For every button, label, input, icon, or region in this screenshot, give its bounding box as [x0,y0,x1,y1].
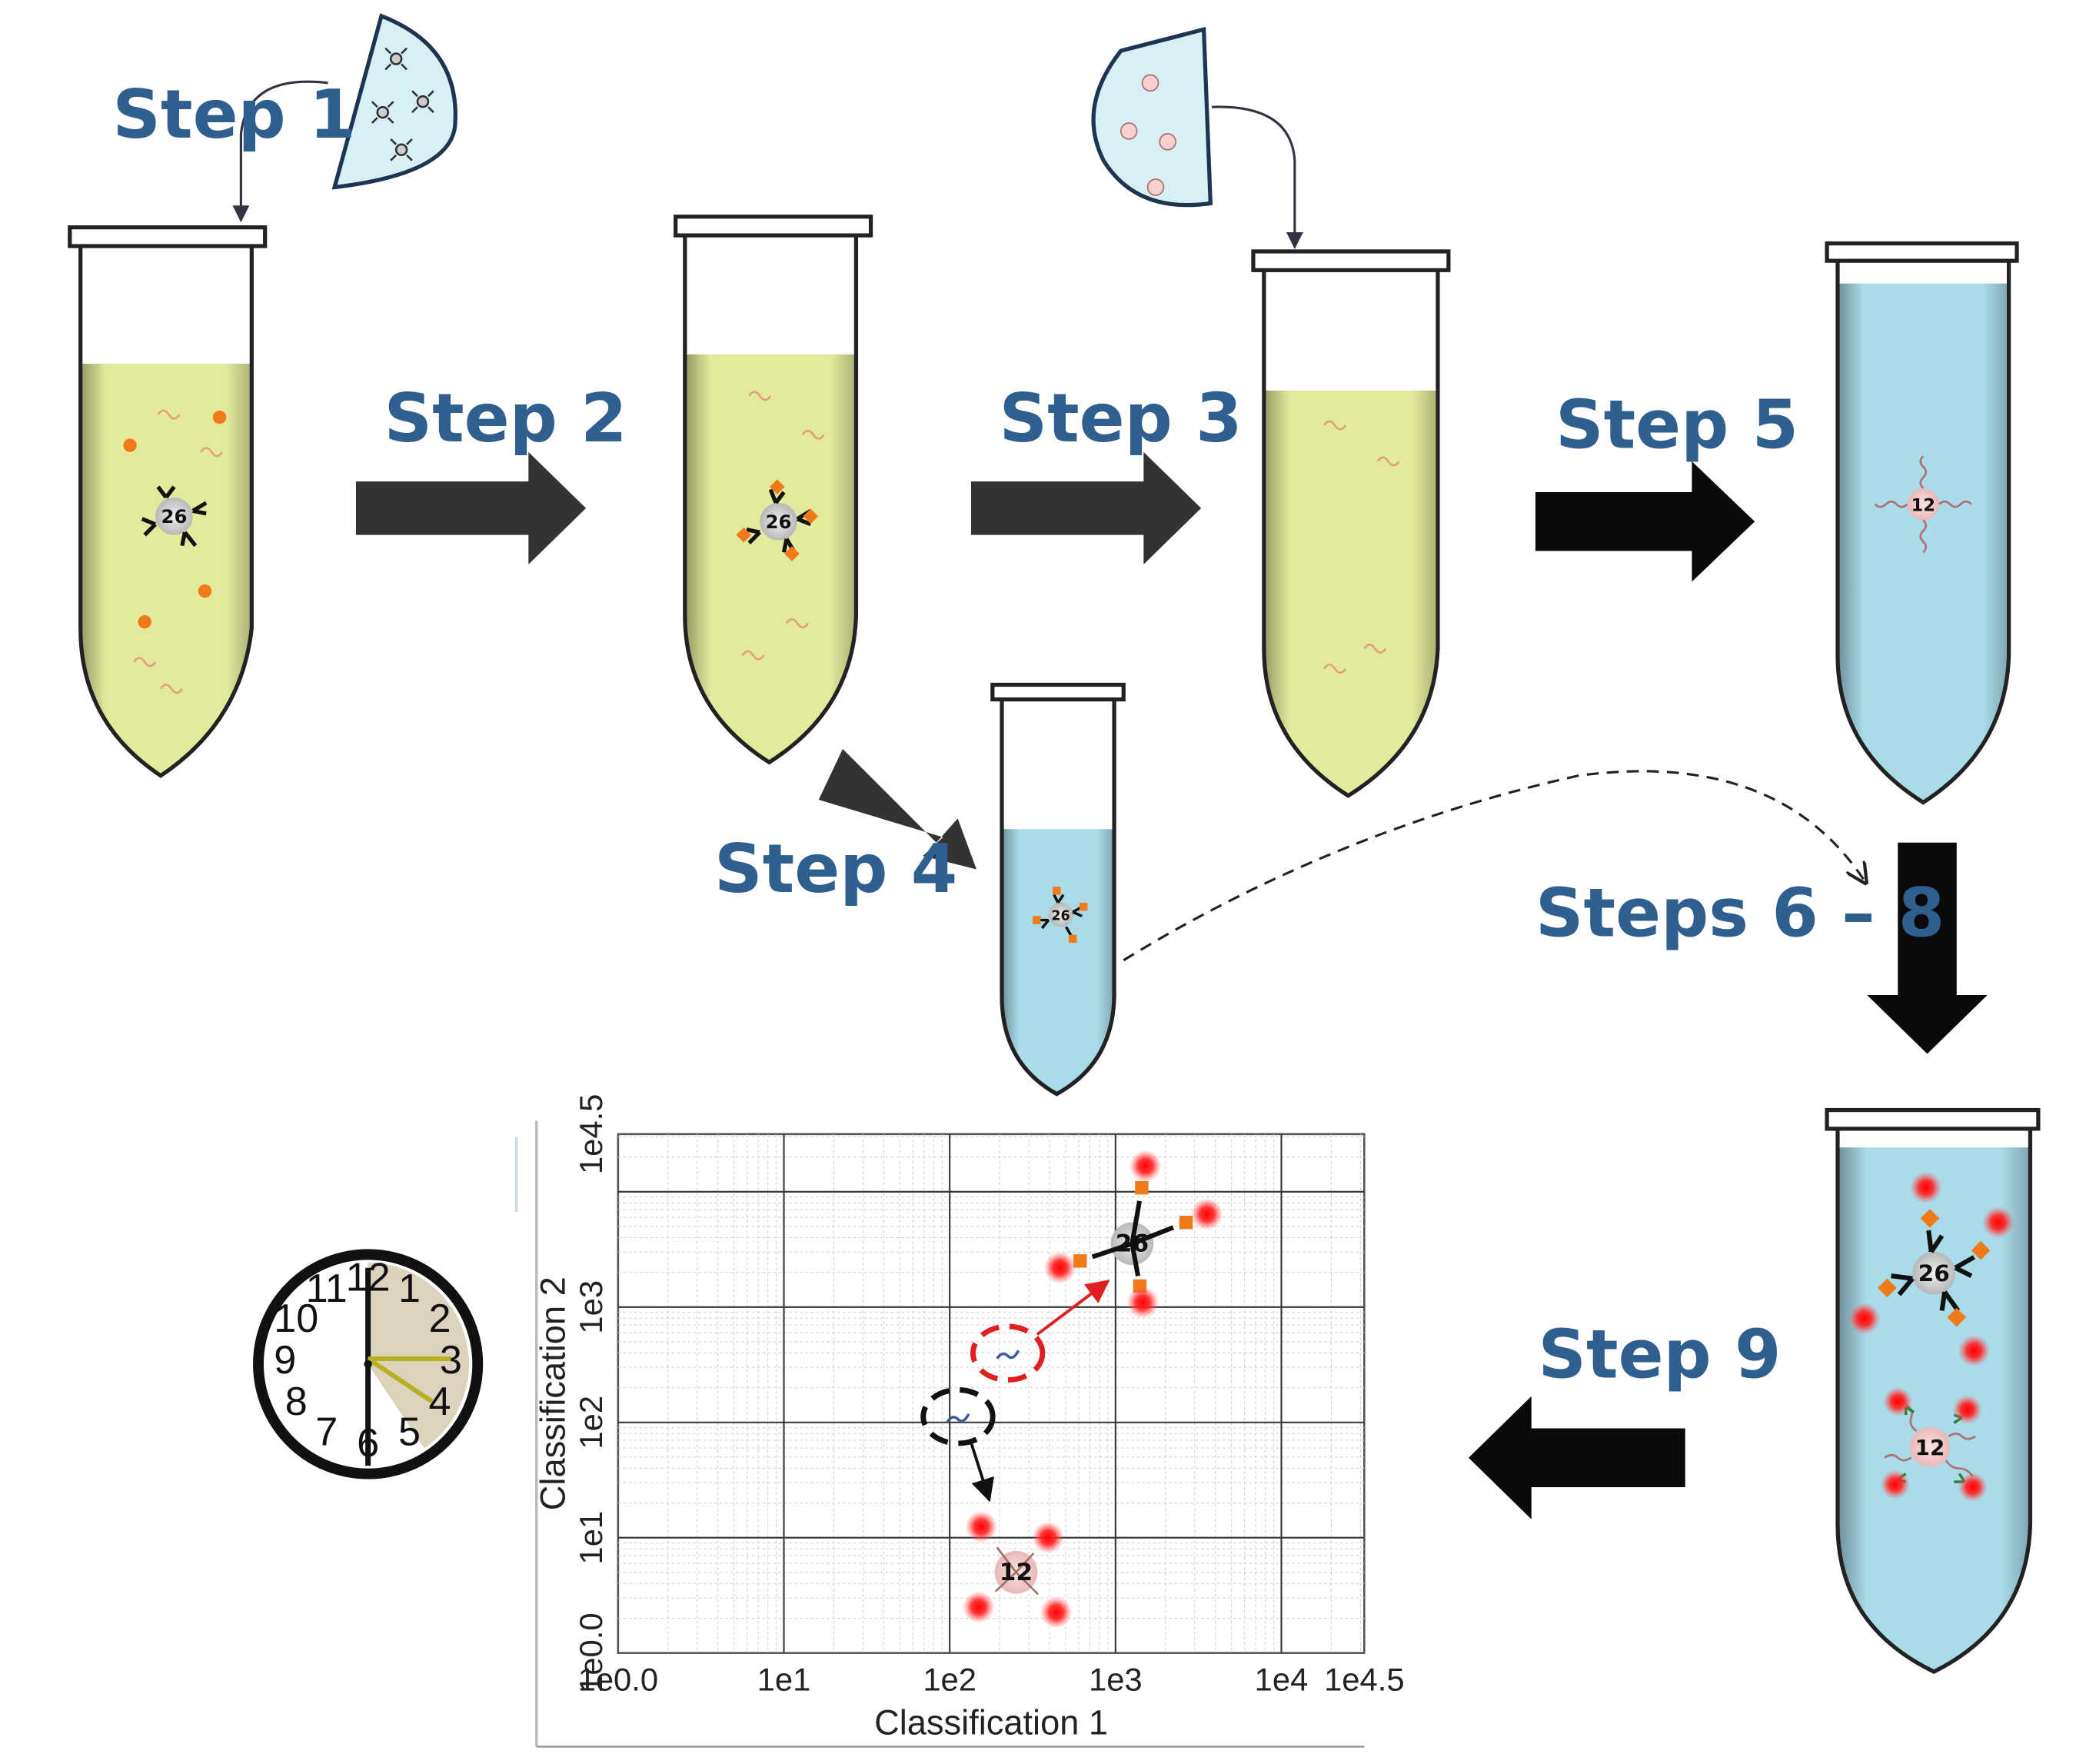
x-tick-label: 1e4 [1255,1661,1309,1697]
tube-6: 26 12 [1825,1107,2041,1674]
analyte-marker [1179,1216,1193,1230]
y-tick-labels: 1e0.0 1e1 1e2 1e3 1e4.5 [573,1094,609,1693]
x-tick-label: 1e1 [757,1661,811,1697]
reporter-marker [1129,1150,1162,1183]
binder-stalk [1015,1571,1040,1596]
reporter-marker [962,1591,995,1623]
clock-number: 8 [285,1380,308,1424]
black-gate [920,1386,996,1446]
tube-1: 26 [68,225,268,778]
tube-5: 12 [1825,241,2019,805]
gate-to-12-arrow [970,1443,994,1503]
steps-6-8-arrow [1867,842,1988,1054]
clock-number: 10 [274,1296,318,1341]
clock-number: 1 [398,1266,421,1311]
reporter-marker [1040,1596,1073,1629]
x-axis-title: Classification 1 [874,1703,1108,1742]
minor-grid [617,1133,1365,1653]
step-2-arrow [355,451,587,564]
reporter-marker [1190,1198,1223,1230]
binder-stalk [1130,1200,1142,1244]
step-4-label: Step 4 [714,830,957,908]
y-axis-title: Classification 2 [533,1276,572,1510]
binder-stalk [1130,1243,1141,1276]
bead-26: 26 [1032,887,1088,944]
reporter-marker [1126,1286,1159,1319]
binder-stalk [996,1546,1017,1573]
step-4-arrow [818,748,976,870]
step-3-big-arrow [970,451,1202,564]
bead-cluster-label: 12 [1000,1559,1033,1586]
bead-cluster-label: 26 [1116,1230,1149,1258]
step-1-arrow [232,80,328,223]
binder-stalk [994,1571,1017,1593]
step-5-arrow [1535,461,1755,582]
tube-3 [1251,249,1451,798]
plot-area [617,1133,1366,1654]
clock: 121234567891011 [253,1249,484,1479]
step-1-label: Step 1 [112,75,355,154]
x-tick-label: 1e0.0 [578,1661,658,1697]
bead-26: 26 [141,485,208,548]
step-9-arrow [1468,1396,1685,1519]
event-cluster [946,1413,970,1423]
red-gate [970,1323,1046,1383]
bead-26-label: 26 [161,505,188,528]
y-tick-label: 1e3 [573,1280,609,1334]
x-tick-labels: 1e0.0 1e1 1e2 1e3 1e4 1e4.5 [578,1661,1405,1697]
x-tick-label: 1e3 [1089,1661,1143,1697]
reagent-dish-antibody-beads [331,13,457,190]
step-3-label: Step 3 [1000,379,1243,458]
bead-26-label: 26 [1918,1260,1950,1286]
reporter-marker [1032,1521,1065,1554]
reporter-marker [1043,1251,1076,1284]
bead-12: 12 [1880,1386,1988,1503]
tube-cap [68,225,268,248]
steps-6-8-label: Steps 6 – 8 [1535,874,1945,952]
y-tick-label: 1e2 [573,1396,609,1449]
clock-number: 7 [315,1410,338,1455]
scatter-chart: 1e0.0 1e1 1e2 1e3 1e4 1e4.5 1e0.0 1e1 1e2 1e3 1e4… [514,1094,1405,1748]
clock-number: 2 [429,1296,451,1341]
clock-number: 9 [274,1338,296,1383]
analyte-marker [1073,1254,1087,1268]
step-2-label: Step 2 [384,379,627,458]
gate-to-26-arrow [1036,1280,1110,1336]
bead-26-cluster: 26 [1043,1150,1223,1319]
x-tick-label: 1e4.5 [1324,1661,1404,1697]
reagent-dish-capture-beads [1091,26,1213,208]
event-cluster [996,1350,1020,1360]
step-9-label: Step 9 [1538,1315,1781,1393]
transfer-dashed-arrow [1123,770,1865,962]
tube-2: 26 [674,215,873,765]
y-tick-label: 1e0.0 [573,1613,609,1692]
bead-12: 12 [1874,455,1972,554]
y-tick-label: 1e1 [573,1511,609,1565]
clock-number: 11 [306,1266,348,1311]
clock-number: 4 [429,1380,451,1424]
bead-12-label: 12 [1911,495,1935,515]
clock-number: 5 [398,1410,421,1455]
binder-stalk [1091,1241,1133,1260]
tube-4: 26 [990,682,1126,1097]
clock-numbers: 121234567891011 [274,1255,462,1466]
reporter-marker [965,1510,998,1543]
step-5-label: Step 5 [1555,386,1798,464]
bead-12-cluster: 12 [962,1510,1073,1629]
bead-26-label: 26 [1051,909,1070,924]
bead-12-label: 12 [1915,1435,1945,1460]
step-3-arrow [1211,105,1303,249]
y-tick-label: 1e4.5 [573,1094,609,1174]
binder-stalk [1015,1552,1035,1573]
cluster-markers: 26 12 [920,1150,1223,1629]
bead-26-label: 26 [766,511,792,533]
analyte-marker [1135,1180,1149,1195]
binder-stalk [1131,1225,1175,1246]
x-tick-label: 1e2 [923,1661,976,1697]
